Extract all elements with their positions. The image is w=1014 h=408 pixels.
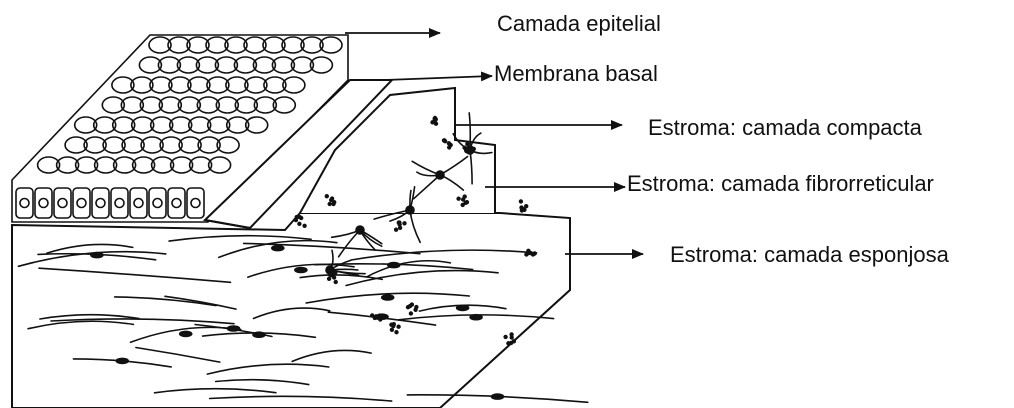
granule-dot bbox=[414, 308, 417, 311]
granule-dot bbox=[328, 277, 331, 280]
granule-dot bbox=[431, 121, 434, 124]
granule-dot bbox=[333, 276, 336, 279]
fiber-nucleus bbox=[470, 315, 482, 320]
label-basement-membrane: Membrana basal bbox=[494, 63, 658, 85]
granule-dot bbox=[332, 203, 335, 206]
granule-dot bbox=[510, 336, 513, 339]
granule-dot bbox=[407, 306, 410, 309]
fiber-nucleus bbox=[382, 295, 394, 300]
granule-dot bbox=[507, 342, 510, 345]
fiber-nucleus bbox=[272, 246, 284, 251]
granule-dot bbox=[395, 228, 398, 231]
granule-dot bbox=[520, 200, 523, 203]
granule-dot bbox=[391, 328, 394, 331]
granule-dot bbox=[466, 201, 469, 204]
granule-dot bbox=[443, 139, 446, 142]
fiber-nucleus bbox=[116, 358, 128, 363]
granule-dot bbox=[410, 312, 413, 315]
fiber-nucleus bbox=[180, 331, 192, 336]
granule-dot bbox=[379, 318, 382, 321]
granule-dot bbox=[399, 226, 402, 229]
granule-dot bbox=[300, 217, 303, 220]
granule-dot bbox=[328, 203, 331, 206]
label-fibroreticular-layer: Estroma: camada fibrorreticular bbox=[627, 173, 934, 195]
arrow-basement-membrane bbox=[385, 76, 492, 80]
granule-dot bbox=[529, 252, 532, 255]
granule-dot bbox=[463, 195, 466, 198]
granule-dot bbox=[395, 331, 398, 334]
granule-dot bbox=[525, 253, 528, 256]
granule-dot bbox=[525, 205, 528, 208]
granule-dot bbox=[403, 222, 406, 225]
granule-dot bbox=[331, 197, 334, 200]
fiber-nucleus bbox=[492, 394, 504, 399]
granule-dot bbox=[397, 325, 400, 328]
granule-dot bbox=[521, 208, 524, 211]
granule-dot bbox=[504, 336, 507, 339]
granule-dot bbox=[378, 314, 381, 317]
fiber-nucleus bbox=[228, 326, 240, 331]
granule-dot bbox=[466, 143, 469, 146]
spongy-layer-front-face bbox=[12, 213, 570, 408]
label-spongy-layer: Estroma: camada esponjosa bbox=[670, 244, 949, 266]
granule-dot bbox=[448, 142, 451, 145]
granule-dot bbox=[398, 221, 401, 224]
granule-dot bbox=[295, 216, 298, 219]
granule-dot bbox=[435, 122, 438, 125]
label-compact-layer: Estroma: camada compacta bbox=[648, 117, 922, 139]
granule-dot bbox=[325, 195, 328, 198]
stellate-cell-process bbox=[330, 269, 358, 270]
granule-dot bbox=[371, 314, 374, 317]
granule-dot bbox=[434, 117, 437, 120]
granule-dot bbox=[303, 224, 306, 227]
granule-dot bbox=[392, 323, 395, 326]
fiber-nucleus bbox=[457, 305, 469, 310]
label-epithelial-layer: Camada epitelial bbox=[497, 13, 661, 35]
epithelial-layer bbox=[12, 35, 348, 222]
granule-dot bbox=[375, 315, 378, 318]
granule-dot bbox=[298, 222, 301, 225]
granule-dot bbox=[457, 197, 460, 200]
fiber-nucleus bbox=[295, 268, 307, 273]
granule-dot bbox=[533, 252, 536, 255]
granule-dot bbox=[461, 204, 464, 207]
granule-dot bbox=[448, 146, 451, 149]
granule-dot bbox=[334, 281, 337, 284]
